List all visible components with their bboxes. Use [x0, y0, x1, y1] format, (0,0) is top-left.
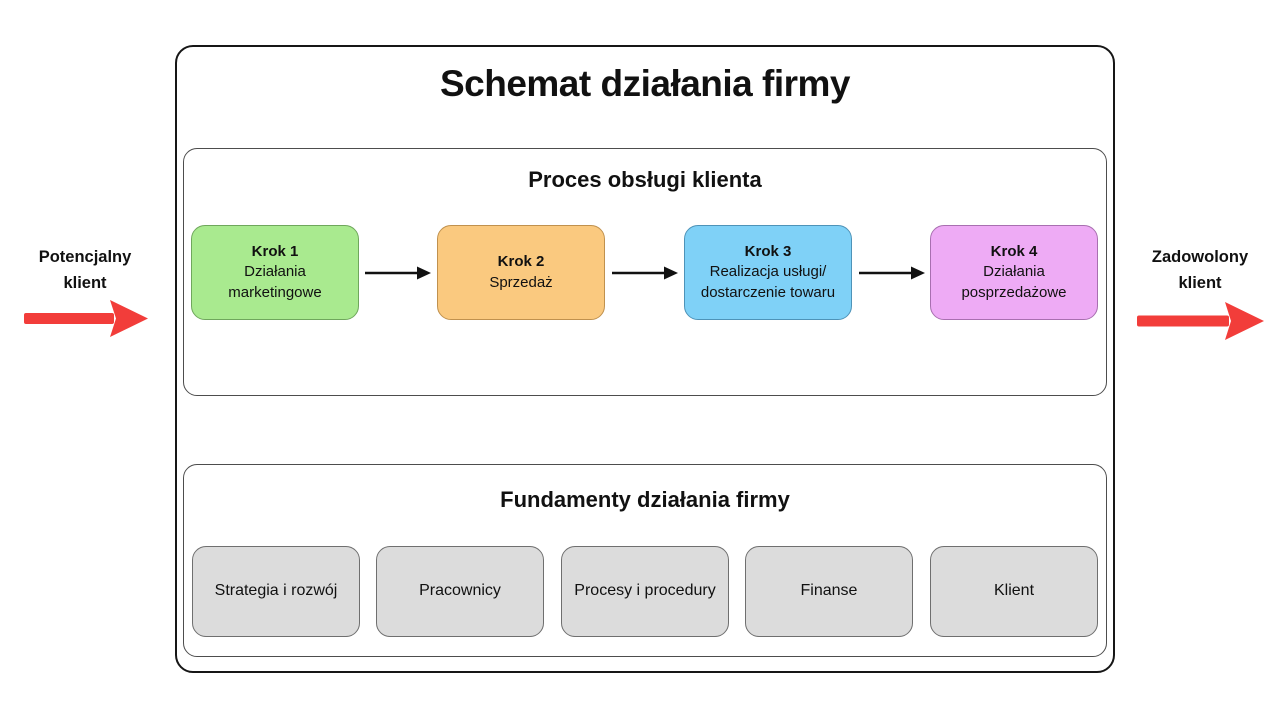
step-2-title: Krok 2 [497, 253, 545, 271]
foundation-box-pracownicy: Pracownicy [376, 546, 544, 637]
outgoing-client-label-line1: Zadowolony [1151, 248, 1249, 266]
step-4-title: Krok 4 [990, 243, 1038, 261]
foundation-1-label: Strategia i rozwój [214, 582, 338, 600]
step-2-desc: Sprzedaż [489, 273, 553, 291]
step-box-krok-1: Krok 1 Działania marketingowe [191, 225, 359, 320]
connector-arrow-3-icon [859, 266, 925, 280]
foundation-5-label: Klient [993, 582, 1035, 600]
process-section: Proces obsługi klienta Krok 1 Działania … [183, 148, 1107, 396]
step-1-title: Krok 1 [251, 243, 299, 261]
step-box-krok-2: Krok 2 Sprzedaż [437, 225, 605, 320]
foundation-box-procesy: Procesy i procedury [561, 546, 729, 637]
incoming-client-label-line2: klient [63, 274, 107, 292]
step-3-desc: Realizacja usługi/ dostarczenie towaru [700, 263, 836, 301]
incoming-client-label-line1: Potencjalny [38, 248, 132, 266]
step-box-krok-3: Krok 3 Realizacja usługi/ dostarczenie t… [684, 225, 852, 320]
diagram-title: Schemat działania firmy [439, 63, 851, 104]
step-1-desc: Działania marketingowe [228, 263, 322, 301]
incoming-client-arrow-icon [24, 300, 148, 337]
connector-arrow-2-icon [612, 266, 678, 280]
step-4-desc: Działania posprzedażowe [961, 263, 1067, 301]
process-section-title: Proces obsługi klienta [528, 167, 762, 192]
foundation-4-label: Finanse [800, 582, 858, 600]
outgoing-client-label-line2: klient [1178, 274, 1222, 292]
incoming-client-label: Potencjalny klient [10, 244, 160, 296]
foundation-3-label: Procesy i procedury [574, 582, 716, 600]
outgoing-client-arrow-icon [1137, 302, 1264, 340]
main-frame: Schemat działania firmy Proces obsługi k… [175, 45, 1115, 673]
foundation-2-label: Pracownicy [419, 582, 501, 600]
step-3-title: Krok 3 [744, 243, 792, 261]
step-box-krok-4: Krok 4 Działania posprzedażowe [930, 225, 1098, 320]
connector-arrow-1-icon [365, 266, 431, 280]
foundations-section-title: Fundamenty działania firmy [500, 487, 790, 512]
foundation-box-klient: Klient [930, 546, 1098, 637]
foundation-box-strategia: Strategia i rozwój [192, 546, 360, 637]
outgoing-client-label: Zadowolony klient [1125, 244, 1275, 296]
foundation-box-finanse: Finanse [745, 546, 913, 637]
foundations-section: Fundamenty działania firmy Strategia i r… [183, 464, 1107, 657]
